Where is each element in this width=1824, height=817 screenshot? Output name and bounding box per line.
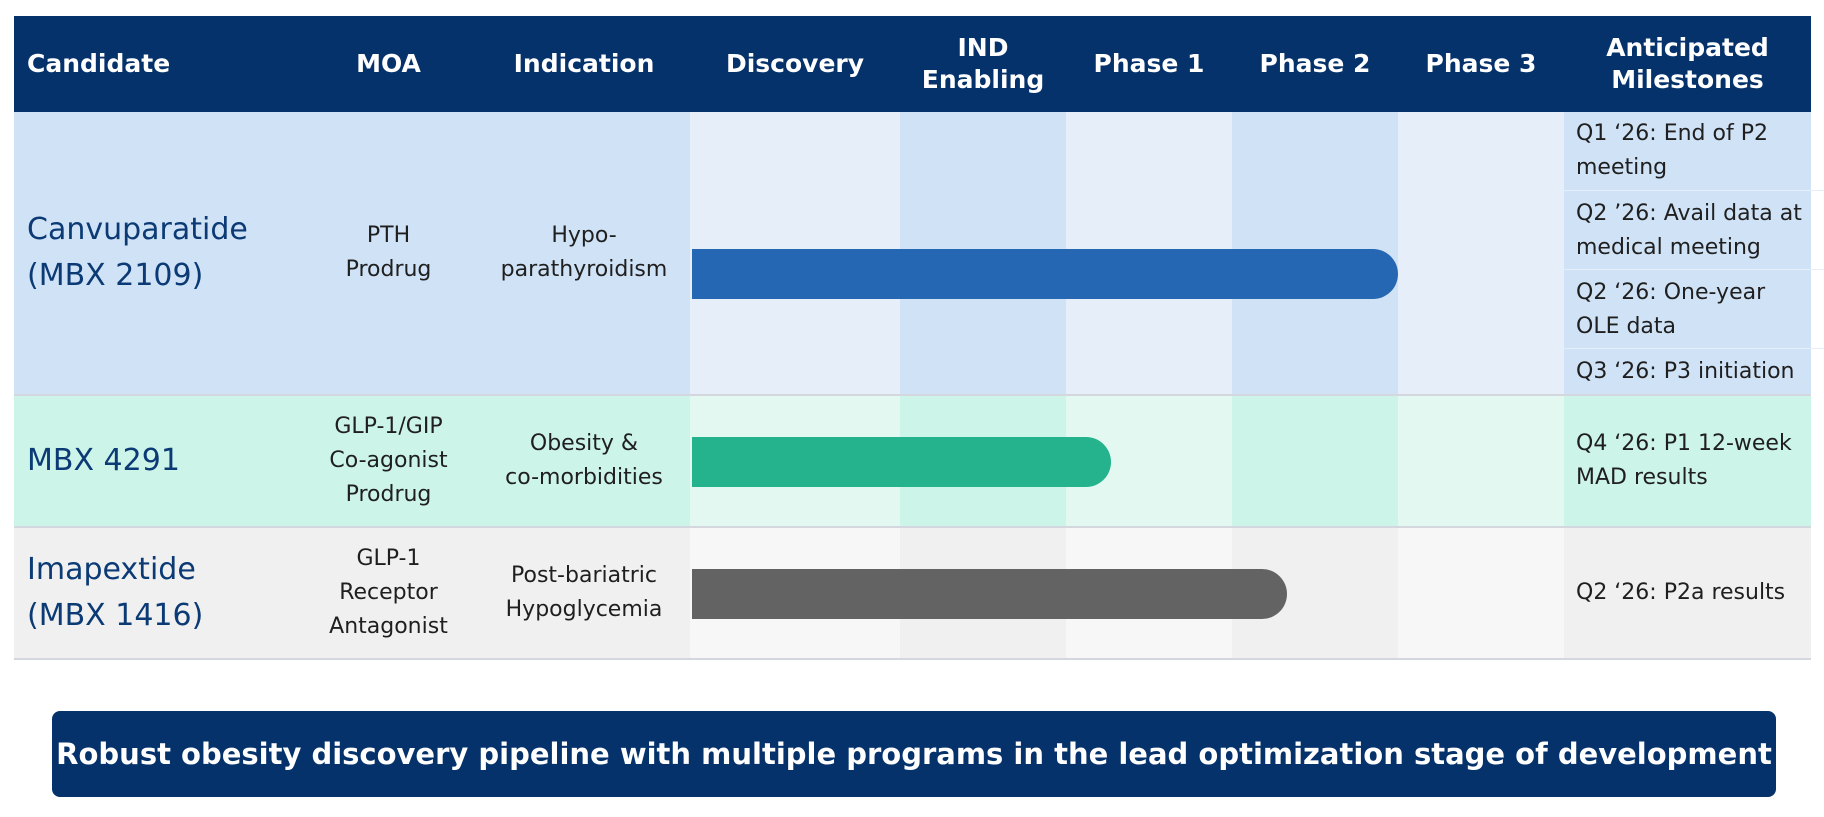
header-moa: MOA bbox=[356, 49, 421, 78]
milestone-item: Q2 ‘26: One-year OLE data bbox=[1564, 271, 1824, 349]
table-row: Canvuparatide (MBX 2109) PTH Prodrug Hyp… bbox=[14, 112, 1824, 394]
progress-bar bbox=[692, 569, 1287, 619]
row-divider bbox=[14, 658, 1811, 660]
row-divider bbox=[14, 526, 1811, 528]
header-candidate: Candidate bbox=[27, 49, 171, 78]
table-row: MBX 4291 GLP-1/GIP Co-agonist Prodrug Ob… bbox=[14, 396, 1811, 526]
table-row: Imapextide (MBX 1416) GLP-1 Receptor Ant… bbox=[14, 528, 1811, 658]
moa-text: GLP-1 Receptor Antagonist bbox=[329, 546, 448, 639]
table-header: Candidate MOA Indication Discovery IND E… bbox=[14, 16, 1811, 112]
moa-text: PTH Prodrug bbox=[345, 223, 432, 282]
stage-band bbox=[1398, 528, 1564, 658]
progress-bar bbox=[692, 249, 1398, 299]
header-milestones: Anticipated Milestones bbox=[1606, 33, 1769, 94]
row-divider bbox=[14, 394, 1811, 396]
indication-text: Hypo- parathyroidism bbox=[500, 223, 668, 282]
indication-text: Post-bariatric Hypoglycemia bbox=[505, 563, 663, 622]
indication-text: Obesity & co-morbidities bbox=[505, 431, 663, 490]
footer-banner: Robust obesity discovery pipeline with m… bbox=[52, 711, 1776, 797]
header-discovery: Discovery bbox=[725, 49, 865, 78]
candidate-name: MBX 4291 bbox=[27, 443, 180, 478]
milestone-item: Q4 ‘26: P1 12-week MAD results bbox=[1576, 431, 1792, 490]
milestone-item: Q2 ’26: Avail data at medical meeting bbox=[1564, 192, 1824, 270]
header-ind-enabling: IND Enabling bbox=[921, 33, 1045, 94]
milestone-item: Q2 ‘26: P2a results bbox=[1576, 580, 1786, 605]
header-indication: Indication bbox=[513, 49, 655, 78]
candidate-name: Imapextide (MBX 1416) bbox=[27, 552, 204, 633]
milestone-item: Q1 ‘26: End of P2 meeting bbox=[1564, 112, 1824, 191]
progress-bar bbox=[692, 437, 1111, 487]
milestone-item: Q3 ‘26: P3 initiation bbox=[1576, 359, 1795, 384]
header-phase-2: Phase 2 bbox=[1259, 49, 1371, 78]
header-phase-3: Phase 3 bbox=[1425, 49, 1537, 78]
candidate-name: Canvuparatide (MBX 2109) bbox=[27, 212, 248, 293]
stage-band bbox=[1398, 112, 1564, 394]
stage-band bbox=[1398, 396, 1564, 526]
header-phase-1: Phase 1 bbox=[1093, 49, 1205, 78]
moa-text: GLP-1/GIP Co-agonist Prodrug bbox=[329, 414, 448, 507]
